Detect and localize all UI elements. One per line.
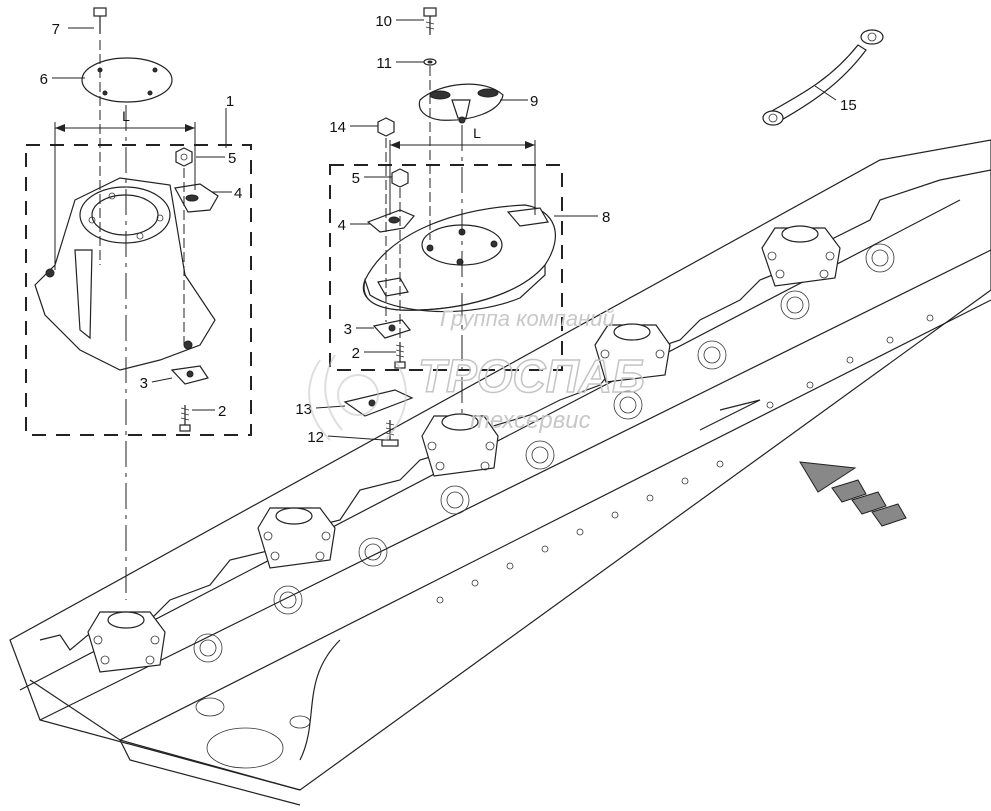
disc-hub-5	[761, 225, 841, 287]
watermark-line-2: ТРОСПАБ	[418, 350, 645, 402]
callout-2-left: 2	[218, 403, 226, 420]
nut-5-right	[391, 168, 409, 188]
callout-4-left: 4	[234, 185, 242, 202]
drum-cover	[34, 177, 216, 371]
watermark-line-1: Группа компаний	[440, 306, 615, 331]
nut-14	[377, 117, 395, 137]
disc-hub-2	[257, 507, 336, 569]
nut-5-left	[175, 147, 193, 167]
callout-6: 6	[40, 71, 48, 88]
bolt-7	[93, 7, 107, 34]
watermark-logo-icon	[308, 354, 407, 441]
bolt-2-left	[179, 405, 191, 432]
callout-7: 7	[52, 21, 60, 38]
washer-11	[423, 58, 437, 66]
callout-8: 8	[602, 209, 610, 226]
dimension-label-right: L	[473, 125, 481, 141]
callout-14: 14	[329, 119, 346, 136]
clip-3-left	[170, 365, 209, 385]
group-frame-8	[329, 164, 563, 371]
callout-10: 10	[375, 13, 392, 30]
bolt-12	[381, 420, 399, 447]
bolt-10	[423, 7, 437, 35]
group-frame-1	[25, 144, 252, 436]
disc-hub-1	[87, 611, 166, 673]
callout-1: 1	[226, 93, 234, 110]
callout-9: 9	[530, 93, 538, 110]
callout-11: 11	[376, 55, 392, 72]
cap-9	[418, 83, 504, 124]
callout-2-right: 2	[352, 345, 360, 362]
clip-3-right	[372, 319, 412, 339]
callout-15: 15	[840, 97, 857, 114]
dimension-label-left: L	[122, 108, 130, 124]
callout-3-left: 3	[140, 375, 148, 392]
callout-3-right: 3	[344, 321, 352, 338]
watermark: Группа компаний ТРОСПАБ техсервис	[308, 306, 645, 441]
watermark-line-3: техсервис	[470, 407, 591, 434]
clip-4-right	[366, 209, 415, 233]
wrench-15	[762, 29, 884, 126]
bar-slots	[436, 314, 934, 604]
callout-4-right: 4	[338, 217, 346, 234]
disc-hub-3	[421, 413, 499, 477]
disc-hub-4	[594, 323, 671, 383]
disc-8	[362, 204, 556, 313]
callout-5-right: 5	[352, 170, 360, 187]
callout-13: 13	[295, 401, 312, 418]
callout-leaders	[52, 19, 837, 441]
cover-plate-6	[81, 57, 173, 103]
clip-4-left	[174, 183, 219, 213]
bearing-pads	[193, 243, 895, 663]
direction-arrow-icon	[799, 461, 907, 527]
callout-12: 12	[307, 429, 324, 446]
callout-5-left: 5	[228, 150, 236, 167]
